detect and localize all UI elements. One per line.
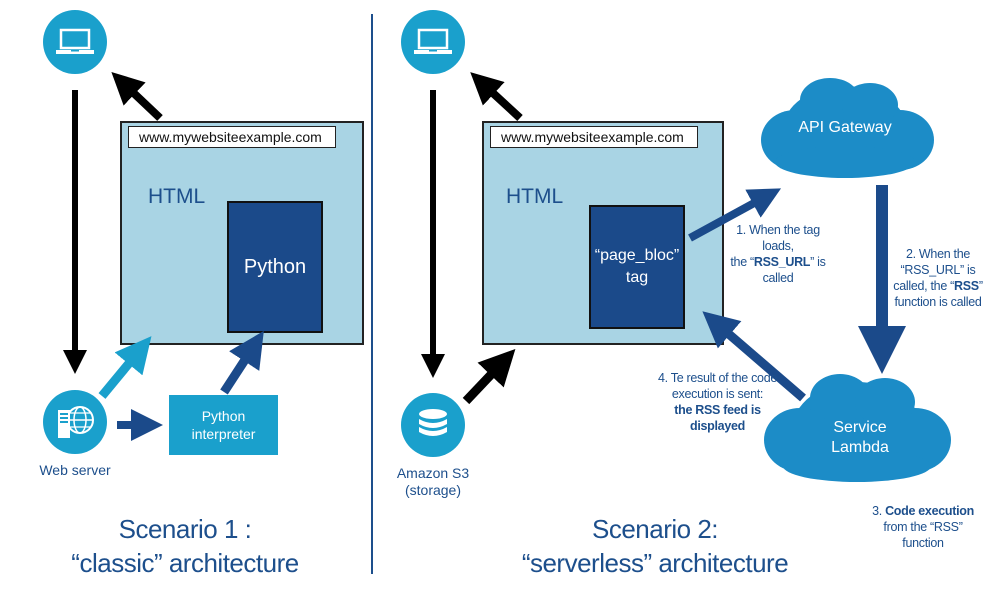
- web-server-circle: [43, 390, 107, 454]
- tag-line2: tag: [625, 269, 649, 286]
- note-1-line4: called: [762, 271, 794, 285]
- browser-window-left: www.mywebsiteexample.com HTML: [120, 121, 364, 345]
- laptop-icon: [56, 28, 94, 54]
- laptop-circle-left: [43, 10, 107, 74]
- api-gateway-label: API Gateway: [798, 119, 892, 136]
- note-2-line3: called, the “RSS”: [893, 279, 983, 293]
- note-2-line1: 2. When the: [905, 247, 971, 261]
- note-2: 2. When the “RSS_URL” is called, the “RS…: [880, 246, 996, 310]
- note-4-line2: execution is sent:: [671, 387, 764, 401]
- scenario-1-line1: Scenario 1 :: [118, 514, 252, 544]
- note-3-line3: function: [902, 536, 944, 550]
- url-bar[interactable]: www.mywebsiteexample.com: [128, 126, 336, 148]
- arrow-lambda-to-tag: [702, 311, 806, 402]
- note-4-line1: 4. Te result of the code: [657, 371, 778, 385]
- s3-circle: [401, 393, 465, 457]
- note-4-line4: displayed: [690, 419, 745, 433]
- scenario-1-title: Scenario 1 : “classic” architecture: [40, 512, 330, 580]
- laptop-circle-right: [401, 10, 465, 74]
- scenario-2-line1: Scenario 2:: [591, 514, 719, 544]
- note-1-line1: 1. When the tag: [736, 223, 820, 237]
- arrow-tag-to-api: [688, 188, 782, 242]
- note-4: 4. Te result of the code execution is se…: [635, 370, 800, 434]
- note-3-line2: from the “RSS”: [883, 520, 963, 534]
- lambda-cloud: [764, 374, 951, 482]
- scenario-1-line2: “classic” architecture: [71, 548, 299, 578]
- note-1-line2: loads,: [762, 239, 794, 253]
- arrow-window-to-laptop: [111, 72, 163, 121]
- lambda-line2: Lambda: [831, 439, 889, 456]
- note-3: 3. Code execution from the “RSS” functio…: [860, 503, 986, 551]
- python-label: Python: [243, 255, 307, 278]
- interpreter-label: Python interpreter: [191, 408, 256, 442]
- s3-caption-line2: (storage): [404, 482, 462, 498]
- scenario-divider: [371, 14, 373, 574]
- python-interpreter-box: Python interpreter: [169, 395, 278, 455]
- page-bloc-tag-box: “page_bloc” tag: [589, 205, 685, 329]
- html-label: HTML: [506, 185, 564, 208]
- arrow-window-to-laptop-2: [470, 72, 523, 121]
- scenario-2-line2: “serverless” architecture: [521, 548, 789, 578]
- note-3-line1: 3. Code execution: [872, 504, 974, 518]
- scenario-2-title: Scenario 2: “serverless” architecture: [490, 512, 820, 580]
- arrow-server-to-html: [98, 336, 152, 399]
- s3-caption: Amazon S3 (storage): [383, 465, 483, 499]
- note-4-line3: the RSS feed is: [674, 403, 761, 417]
- python-box: Python: [227, 201, 323, 333]
- laptop-icon: [414, 28, 452, 54]
- note-1: 1. When the tag loads, the “RSS_URL” is …: [708, 222, 848, 286]
- arrow-s3-to-html: [462, 348, 516, 405]
- database-icon: [419, 409, 447, 436]
- tag-line1: “page_bloc”: [594, 247, 680, 264]
- api-gateway-cloud: [761, 78, 934, 178]
- lambda-line1: Service: [833, 419, 887, 436]
- url-bar[interactable]: www.mywebsiteexample.com: [490, 126, 698, 148]
- note-2-line4: function is called: [894, 295, 982, 309]
- note-1-line3: the “RSS_URL” is: [730, 255, 826, 269]
- note-2-line2: “RSS_URL” is: [900, 263, 976, 277]
- lambda-label: Service Lambda: [790, 418, 930, 458]
- arrow-interpreter-to-python: [220, 330, 264, 395]
- web-server-globe-icon: [58, 406, 94, 438]
- html-label: HTML: [148, 185, 206, 208]
- s3-caption-line1: Amazon S3: [396, 465, 470, 481]
- web-server-caption: Web server: [39, 462, 111, 478]
